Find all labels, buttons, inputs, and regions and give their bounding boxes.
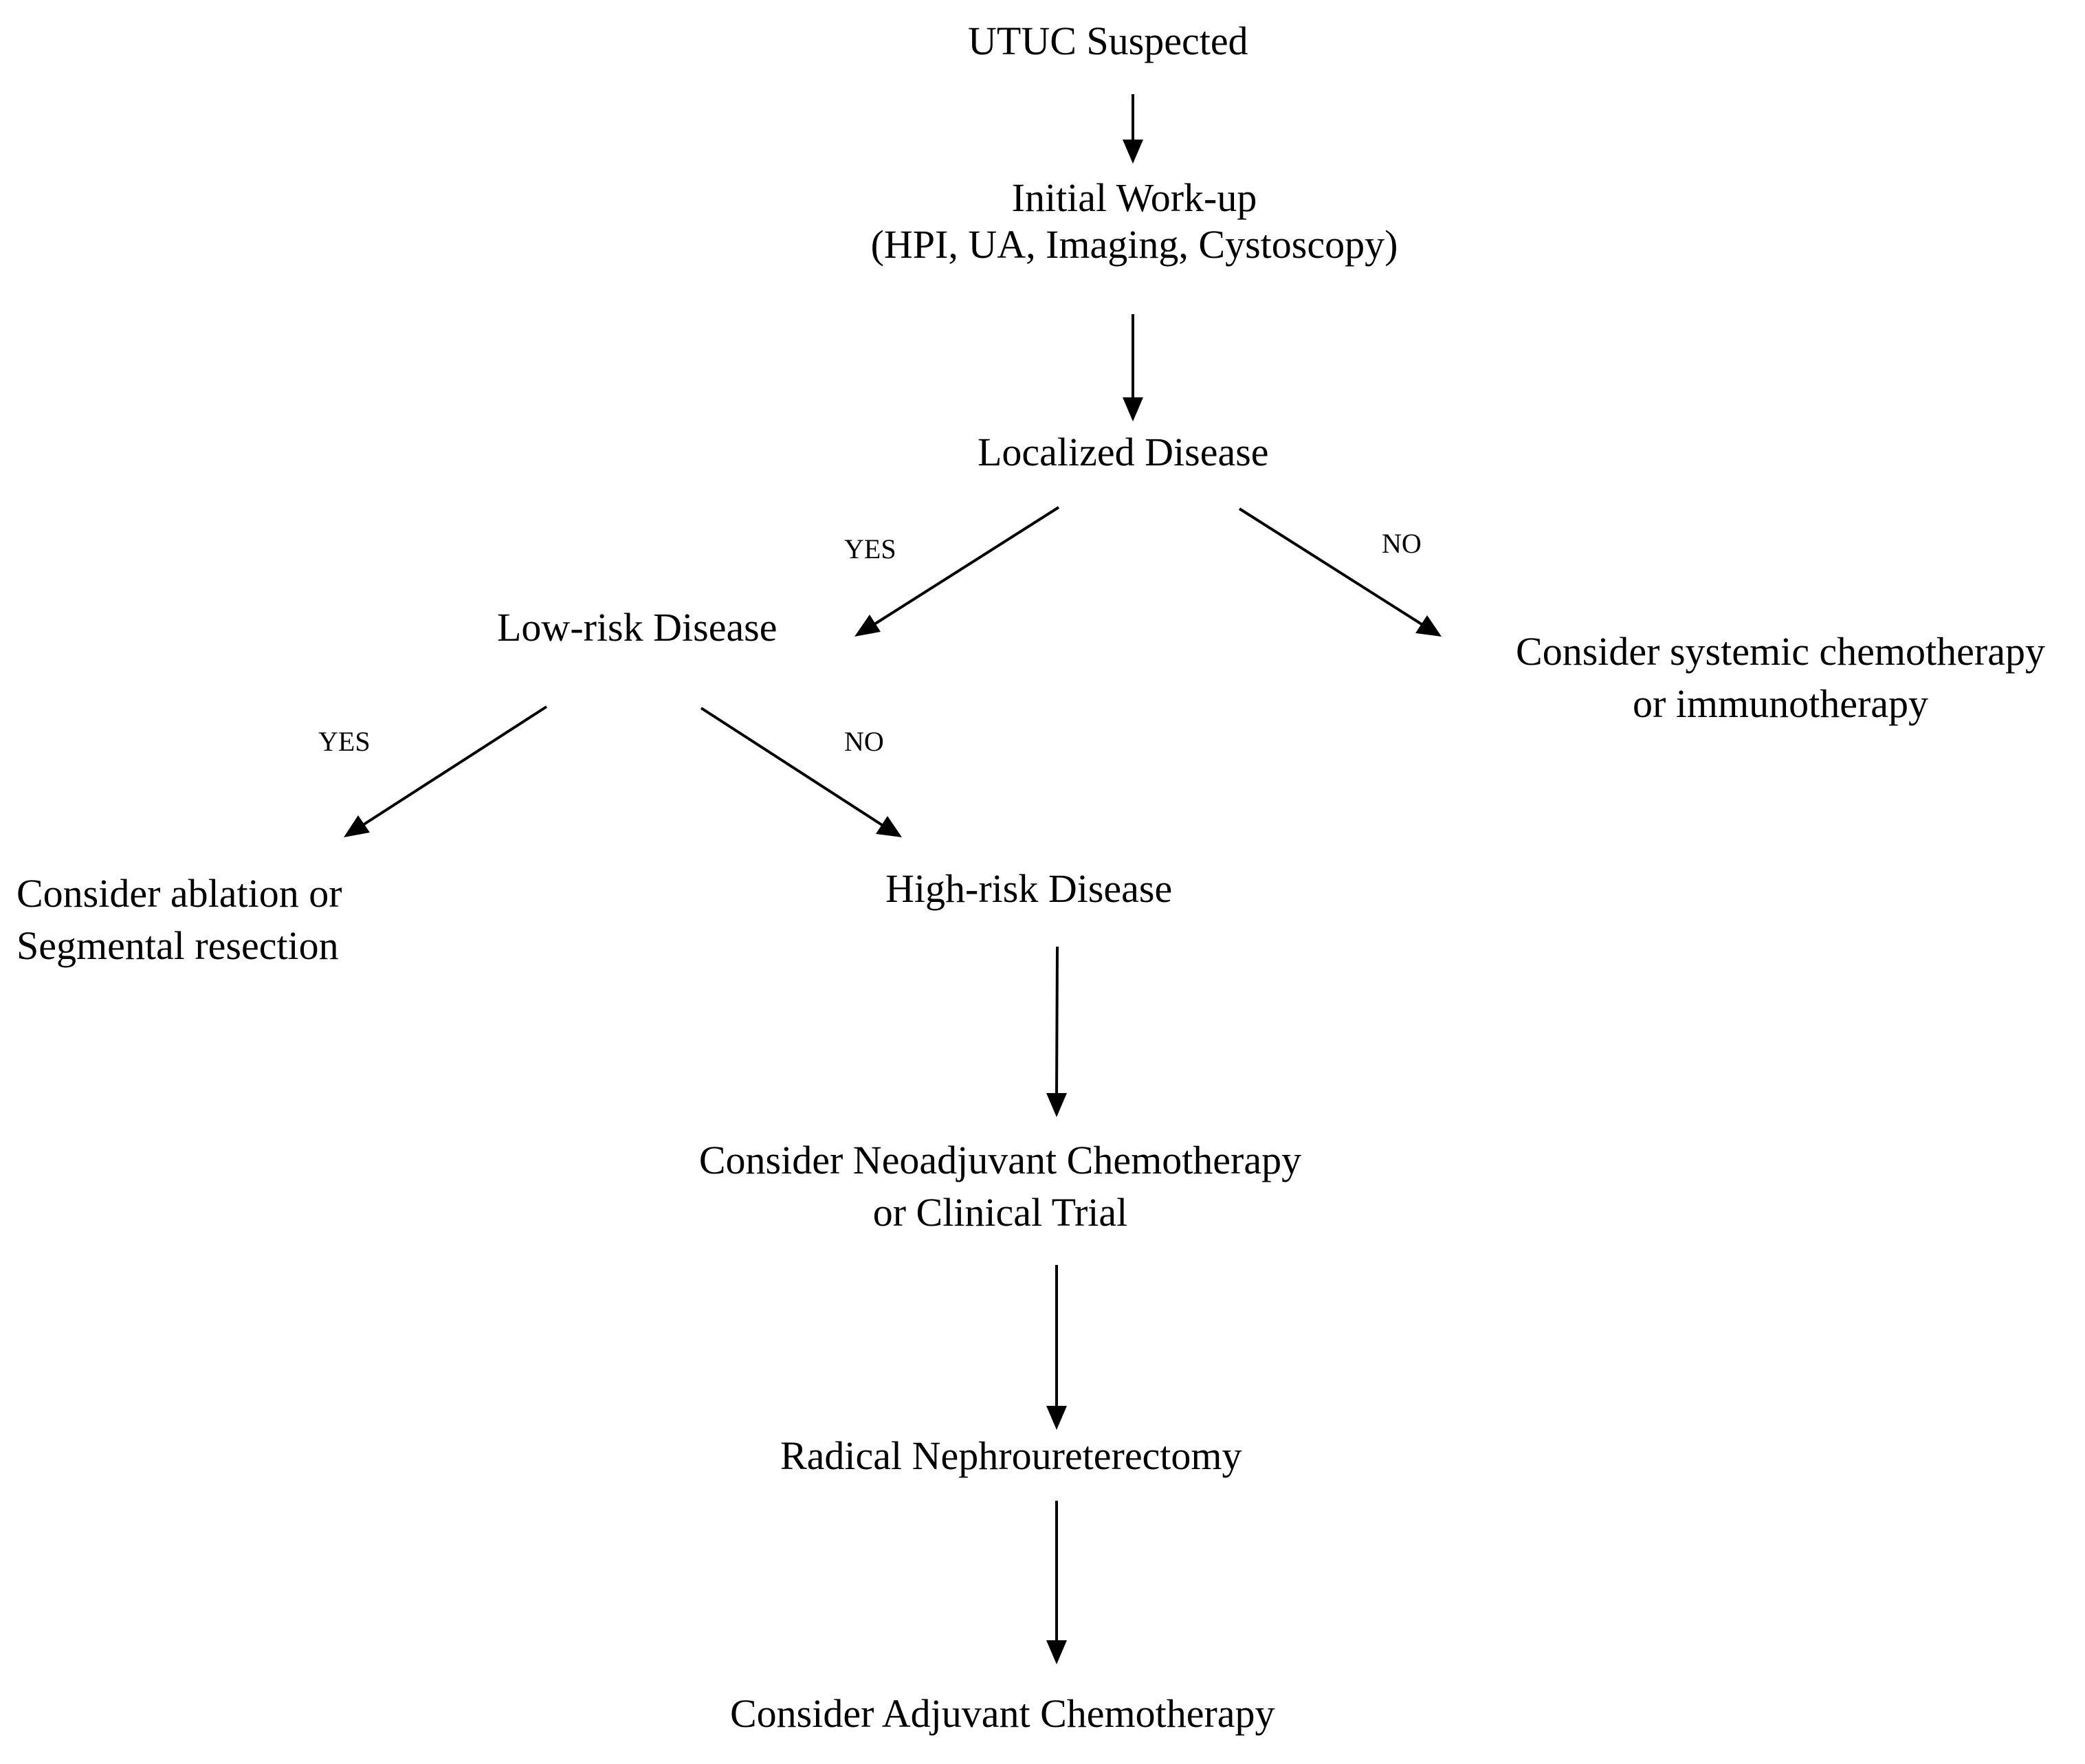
arrow-localized-to-systemic xyxy=(1238,507,1442,637)
node-label-line2: (HPI, UA, Imaging, Cystoscopy) xyxy=(870,222,1398,267)
node-label-line1: Consider ablation or xyxy=(16,871,342,916)
node-label: UTUC Suspected xyxy=(968,19,1248,63)
arrow-nephroureterectomy-to-adjuvant xyxy=(1046,1501,1067,1664)
arrow-highrisk-to-neoadjuvant xyxy=(1046,946,1067,1117)
node-low-risk-disease: Low-risk Disease xyxy=(497,602,777,654)
arrow-lowrisk-to-highrisk xyxy=(700,707,902,837)
edge-label-localized-yes: YES xyxy=(844,533,896,564)
arrow-lowrisk-to-ablation xyxy=(344,705,548,837)
node-label-line1: Initial Work-up xyxy=(1011,175,1257,220)
node-label: Radical Nephroureterectomy xyxy=(780,1433,1242,1478)
edge-label-lowrisk-yes: YES xyxy=(318,726,371,757)
node-radical-nephroureterectomy: Radical Nephroureterectomy xyxy=(780,1430,1242,1482)
arrow-workup-to-localized xyxy=(1123,314,1143,421)
edge-label-lowrisk-no: NO xyxy=(844,726,884,757)
node-localized-disease: Localized Disease xyxy=(978,426,1269,478)
arrow-neoadjuvant-to-nephroureterectomy xyxy=(1046,1265,1067,1430)
node-label-line2: or immunotherapy xyxy=(1632,681,1929,726)
edge-label-localized-no: NO xyxy=(1382,528,1422,559)
node-high-risk-disease: High-risk Disease xyxy=(885,863,1172,915)
node-utuc-suspected: UTUC Suspected xyxy=(968,15,1248,67)
node-label: Localized Disease xyxy=(978,430,1269,474)
node-label: Consider Adjuvant Chemotherapy xyxy=(730,1691,1275,1736)
node-consider-ablation: Consider ablation or Segmental resection xyxy=(16,868,342,972)
node-label-line2: or Clinical Trial xyxy=(872,1190,1128,1235)
node-label: High-risk Disease xyxy=(885,866,1173,911)
node-label-line1: Consider systemic chemotherapy xyxy=(1516,629,2045,674)
node-consider-systemic: Consider systemic chemotherapy or immuno… xyxy=(1492,626,2069,730)
node-consider-neoadjuvant: Consider Neoadjuvant Chemotherapy or Cli… xyxy=(670,1134,1330,1239)
node-consider-adjuvant: Consider Adjuvant Chemotherapy xyxy=(730,1688,1275,1740)
node-label: Low-risk Disease xyxy=(497,605,777,650)
node-label-line1: Consider Neoadjuvant Chemotherapy xyxy=(698,1138,1302,1182)
node-initial-workup: Initial Work-up (HPI, UA, Imaging, Cysto… xyxy=(842,172,1426,271)
arrow-utuc-to-workup xyxy=(1123,94,1143,164)
arrow-localized-to-lowrisk xyxy=(854,506,1060,637)
node-label-line2: Segmental resection xyxy=(16,923,339,968)
